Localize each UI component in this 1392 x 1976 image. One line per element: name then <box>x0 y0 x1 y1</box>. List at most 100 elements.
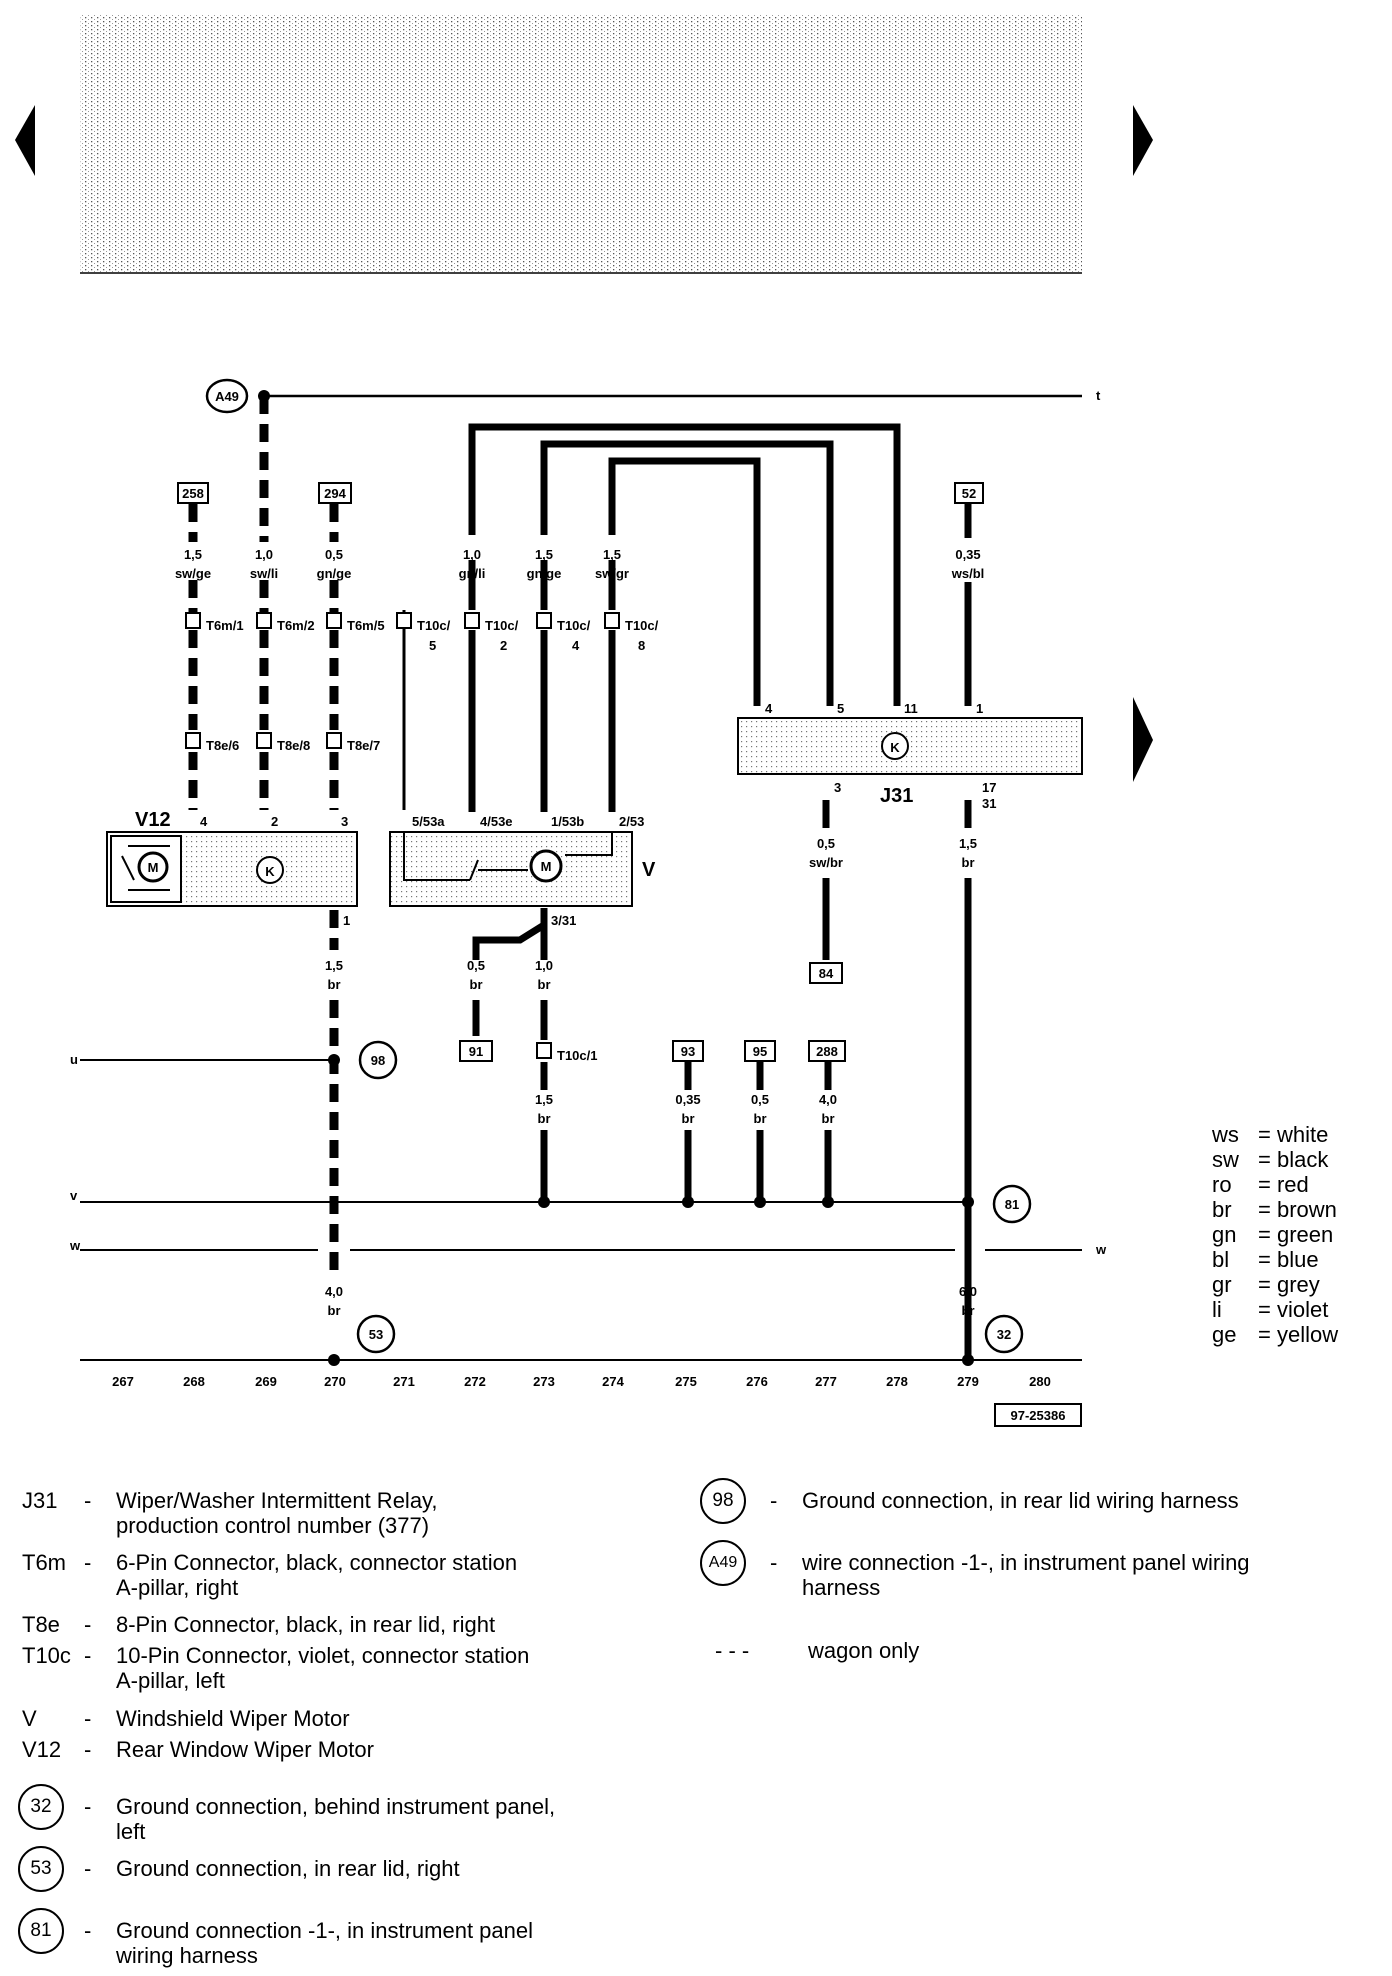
legend-description: Wiper/Washer Intermittent Relay,producti… <box>116 1488 438 1538</box>
legend-entry: 53-Ground connection, in rear lid, right <box>18 1846 638 1912</box>
color-legend-row: bl= blue <box>1212 1247 1338 1272</box>
legend-separator: - <box>84 1706 92 1731</box>
ref-52: 52 <box>962 486 976 501</box>
wire-color: br <box>328 977 341 992</box>
j31-relay: K <box>737 717 1083 775</box>
legend-dash-symbol: - - - <box>715 1638 750 1663</box>
pin: 3 <box>341 814 348 829</box>
column-number: 268 <box>183 1374 205 1389</box>
legend-code: V <box>22 1706 37 1731</box>
color-name: = brown <box>1258 1197 1337 1222</box>
pin: 2 <box>271 814 278 829</box>
legend-code: 98 <box>700 1478 746 1524</box>
wire-size: 4,0 <box>819 1092 837 1107</box>
svg-text:M: M <box>541 859 552 874</box>
legend-dash-text: wagon only <box>808 1638 920 1663</box>
legend-code: A49 <box>700 1540 746 1586</box>
color-code: sw <box>1212 1147 1239 1172</box>
legend-code: 53 <box>18 1846 64 1892</box>
wire-size: 1,0 <box>535 958 553 973</box>
wire-color: br <box>682 1111 695 1126</box>
legend-separator: - <box>84 1918 92 1943</box>
color-legend-row: sw = black <box>1212 1147 1338 1172</box>
connector-t10c2a: T10c/ <box>485 618 519 633</box>
legend-description: 8-Pin Connector, black, in rear lid, rig… <box>116 1612 496 1637</box>
color-legend-row: gr = grey <box>1212 1272 1338 1297</box>
wire-size: 1,5 <box>535 1092 553 1107</box>
pin: 1/53b <box>551 814 584 829</box>
wire-size: 0,5 <box>751 1092 769 1107</box>
wire-size: 1,5 <box>603 547 621 562</box>
wire-color: sw/li <box>250 566 278 581</box>
color-legend-row: li= violet <box>1212 1297 1338 1322</box>
color-name: = grey <box>1258 1272 1320 1297</box>
svg-text:M: M <box>148 860 159 875</box>
legend-description: Windshield Wiper Motor <box>116 1706 350 1731</box>
legend-separator: - <box>84 1737 92 1762</box>
legend-entry: 98-Ground connection, in rear lid wiring… <box>700 1478 1320 1544</box>
pin: 4/53e <box>480 814 513 829</box>
connector-t10c5a: T10c/ <box>417 618 451 633</box>
connector-t6m1: T6m/1 <box>206 618 244 633</box>
prev-page-arrow-icon[interactable] <box>15 105 35 176</box>
component-J31: J31 <box>880 785 913 807</box>
connector-t10c8a: T10c/ <box>625 618 659 633</box>
column-number: 273 <box>533 1374 555 1389</box>
ref-294: 294 <box>324 486 346 501</box>
column-number: 277 <box>815 1374 837 1389</box>
wire-size: 0,5 <box>467 958 485 973</box>
label-u: u <box>70 1052 78 1067</box>
column-number: 267 <box>112 1374 134 1389</box>
next-page-arrow-icon-2[interactable] <box>1133 697 1153 782</box>
wire-size: 0,5 <box>325 547 343 562</box>
color-code: gr <box>1212 1272 1232 1297</box>
wire-color: br <box>754 1111 767 1126</box>
header-noise-image <box>80 15 1082 273</box>
pin: 3/31 <box>551 913 576 928</box>
connector-t10c4a: T10c/ <box>557 618 591 633</box>
legend-entry: V12-Rear Window Wiper Motor <box>22 1737 642 1793</box>
color-code: ge <box>1212 1322 1237 1347</box>
next-page-arrow-icon[interactable] <box>1133 105 1153 176</box>
legend-description: 6-Pin Connector, black, connector statio… <box>116 1550 518 1600</box>
color-name: = yellow <box>1258 1322 1339 1347</box>
column-number: 270 <box>324 1374 346 1389</box>
legend-separator: - <box>84 1550 92 1575</box>
legend-code: J31 <box>22 1488 58 1513</box>
pin: 17 <box>982 780 996 795</box>
column-number: 279 <box>957 1374 979 1389</box>
legend-description: wire connection -1-, in instrument panel… <box>802 1550 1250 1600</box>
pin: 5/53a <box>412 814 445 829</box>
wire-size: 4,0 <box>325 1284 343 1299</box>
legend-separator: - <box>770 1488 778 1513</box>
connector-t8e6: T8e/6 <box>206 738 239 753</box>
column-number: 275 <box>675 1374 697 1389</box>
connector-t10c8b: 8 <box>638 638 645 653</box>
column-number: 280 <box>1029 1374 1051 1389</box>
wire-color: gn/li <box>459 566 486 581</box>
wire-color: ws/bl <box>951 566 985 581</box>
legend-entry: T6m-6-Pin Connector, black, connector st… <box>22 1550 642 1606</box>
wire-color: br <box>962 1303 975 1318</box>
color-legend-row: ge = yellow <box>1212 1322 1338 1347</box>
legend-separator: - <box>84 1612 92 1637</box>
v12-rear-wiper-motor: M K <box>106 831 358 907</box>
connector-t10c1: T10c/1 <box>557 1048 597 1063</box>
connector-t6m5: T6m/5 <box>347 618 385 633</box>
legend-description: 10-Pin Connector, violet, connector stat… <box>116 1643 530 1693</box>
wire-color: sw/br <box>809 855 843 870</box>
legend-separator: - <box>770 1550 778 1575</box>
legend-dash-row: - - - wagon only <box>715 1638 1115 1668</box>
pin: 31 <box>982 796 996 811</box>
column-number: 274 <box>602 1374 624 1389</box>
pin: 5 <box>837 701 844 716</box>
wire-size: 0,35 <box>675 1092 700 1107</box>
wire-color: br <box>538 977 551 992</box>
column-number: 276 <box>746 1374 768 1389</box>
color-name: = black <box>1258 1147 1329 1172</box>
color-code: ro <box>1212 1172 1232 1197</box>
legend-separator: - <box>84 1643 92 1668</box>
legend-code: T8e <box>22 1612 60 1637</box>
circle-32: 32 <box>997 1327 1011 1342</box>
